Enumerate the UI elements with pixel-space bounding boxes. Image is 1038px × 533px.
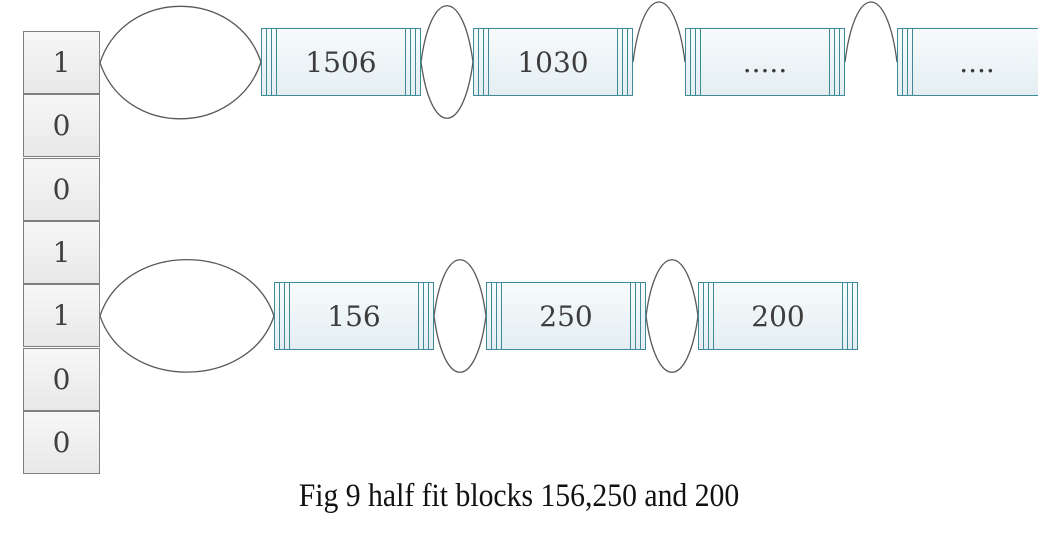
memory-block: 1030 xyxy=(473,28,633,96)
bitmap-cell: 1 xyxy=(23,31,100,94)
link-arc xyxy=(632,1,686,63)
block-header-line xyxy=(496,283,497,349)
block-size-label: 200 xyxy=(751,299,805,333)
block-header-line xyxy=(695,29,696,95)
link-arc xyxy=(433,259,487,317)
link-arc xyxy=(99,61,262,120)
bitmap-cell: 0 xyxy=(23,410,100,474)
block-header-line xyxy=(488,29,489,95)
block-size-label: 250 xyxy=(539,299,593,333)
figure-caption: Fig 9 half fit blocks 156,250 and 200 xyxy=(298,478,740,514)
block-footer-line xyxy=(635,283,636,349)
bitmap-cell: 1 xyxy=(23,220,100,284)
block-size-label: .... xyxy=(959,45,995,79)
memory-block: 200 xyxy=(698,282,858,350)
block-footer-line xyxy=(617,29,618,95)
block-footer-line xyxy=(847,283,848,349)
block-header-line xyxy=(289,283,290,349)
link-arc xyxy=(99,259,275,317)
memory-block: 250 xyxy=(486,282,646,350)
block-footer-line xyxy=(410,29,411,95)
link-arc xyxy=(99,5,262,63)
bitmap-cell: 1 xyxy=(23,284,100,348)
block-footer-line xyxy=(640,283,641,349)
block-footer-line xyxy=(630,283,631,349)
link-arc xyxy=(844,1,898,63)
block-size-label: 1506 xyxy=(305,45,377,79)
block-header-line xyxy=(912,29,913,95)
bitmap-cell: 0 xyxy=(23,94,100,158)
bitmap-cell: 0 xyxy=(23,157,100,221)
block-footer-line xyxy=(418,283,419,349)
link-arc xyxy=(420,5,474,63)
block-footer-line xyxy=(405,29,406,95)
block-footer-line xyxy=(839,29,840,95)
block-footer-line xyxy=(415,29,416,95)
block-size-label: 156 xyxy=(327,299,381,333)
link-arc xyxy=(420,61,474,119)
link-arc xyxy=(433,315,487,373)
memory-block: 156 xyxy=(274,282,434,350)
block-footer-line xyxy=(834,29,835,95)
block-header-line xyxy=(902,29,903,95)
block-footer-line xyxy=(842,283,843,349)
link-arc xyxy=(645,315,699,373)
block-footer-line xyxy=(423,283,424,349)
block-header-line xyxy=(501,283,502,349)
block-footer-line xyxy=(627,29,628,95)
block-footer-line xyxy=(428,283,429,349)
link-arc xyxy=(99,315,275,373)
block-header-line xyxy=(491,283,492,349)
block-header-line xyxy=(713,283,714,349)
block-header-line xyxy=(279,283,280,349)
block-header-line xyxy=(907,29,908,95)
block-header-line xyxy=(266,29,267,95)
block-header-line xyxy=(271,29,272,95)
memory-block: ..... xyxy=(685,28,845,96)
block-header-line xyxy=(700,29,701,95)
block-header-line xyxy=(708,283,709,349)
block-header-line xyxy=(478,29,479,95)
block-footer-line xyxy=(622,29,623,95)
block-header-line xyxy=(703,283,704,349)
block-header-line xyxy=(483,29,484,95)
block-header-line xyxy=(690,29,691,95)
block-footer-line xyxy=(852,283,853,349)
block-size-label: 1030 xyxy=(517,45,589,79)
link-arc xyxy=(645,259,699,317)
memory-block: 1506 xyxy=(261,28,421,96)
block-header-line xyxy=(276,29,277,95)
block-footer-line xyxy=(829,29,830,95)
block-header-line xyxy=(284,283,285,349)
bitmap-cell: 0 xyxy=(23,347,100,411)
memory-block: .... xyxy=(897,28,1038,96)
block-size-label: ..... xyxy=(742,45,788,79)
